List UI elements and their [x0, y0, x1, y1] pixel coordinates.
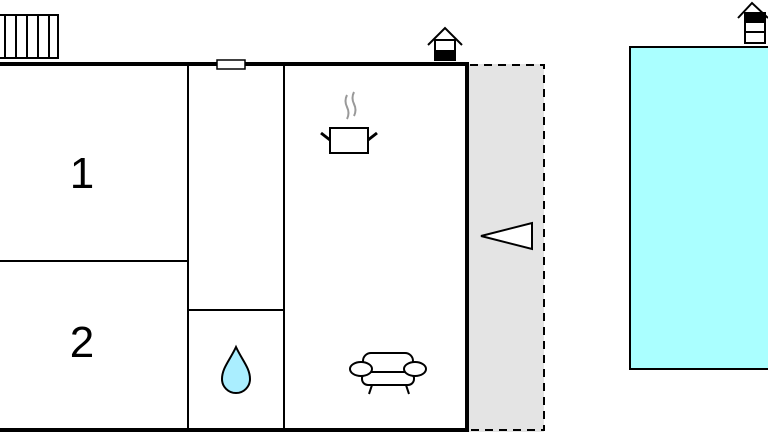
room-2-label: 2 [70, 318, 94, 367]
pool-icon [629, 46, 768, 370]
chimney-icon [427, 26, 463, 61]
armchair-icon [349, 352, 427, 395]
terrace-arrow-icon [480, 221, 533, 251]
water-drop-icon [220, 344, 252, 394]
kitchen-pot-icon [320, 91, 378, 154]
stairs-icon [0, 14, 59, 59]
room-1-label: 1 [70, 149, 94, 198]
window-icon [216, 59, 246, 70]
terrace-dashed-border [470, 64, 545, 431]
pool-house-icon [737, 1, 768, 44]
